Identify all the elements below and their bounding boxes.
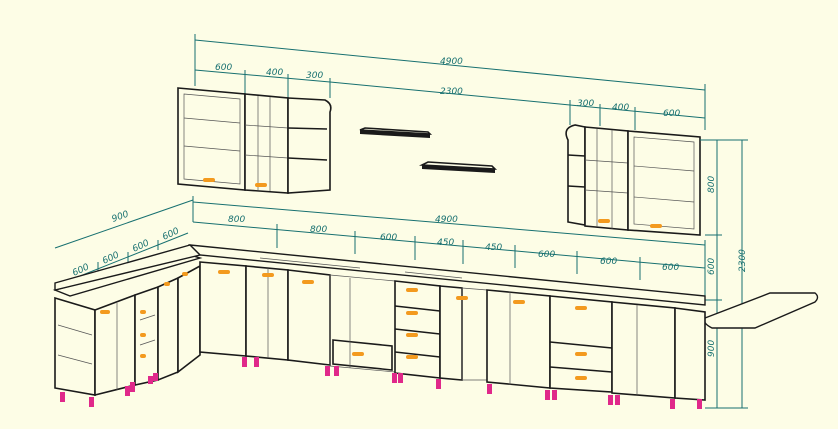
dim-top-total: 4900 <box>440 57 463 67</box>
leg-icon <box>325 366 330 376</box>
dim-upper-right-1: 300 <box>577 99 594 109</box>
dim-base-7: 600 <box>600 257 617 267</box>
handle-icon <box>650 224 662 228</box>
upper-dimension-lines: 4900 600 400 300 2300 300 400 600 <box>194 34 706 130</box>
leg-icon <box>608 395 613 405</box>
dim-base-5: 450 <box>485 243 502 253</box>
leg-icon <box>60 392 65 402</box>
leg-icon <box>153 373 158 381</box>
handle-icon <box>406 355 418 359</box>
handle-icon <box>406 333 418 337</box>
handle-icon <box>140 310 146 314</box>
dim-upper-right-3: 600 <box>663 109 680 119</box>
leg-icon <box>130 382 135 392</box>
leg-icon <box>697 399 702 409</box>
handle-icon <box>262 273 274 277</box>
dim-height-base: 900 <box>707 340 717 357</box>
dim-base-total: 4900 <box>435 215 458 225</box>
dim-upper-left-1: 600 <box>215 63 232 73</box>
leg-icon <box>487 384 492 394</box>
handle-icon <box>255 183 267 187</box>
leg-icon <box>89 397 94 407</box>
upper-left-cabinets <box>177 87 332 194</box>
dim-upper-left-3: 300 <box>306 71 323 81</box>
floating-shelves <box>359 127 498 173</box>
handle-icon <box>598 219 610 223</box>
handle-icon <box>140 333 146 337</box>
handle-icon <box>575 352 587 356</box>
dim-base-1: 800 <box>228 215 245 225</box>
handle-icon <box>203 178 215 182</box>
handle-icon <box>352 352 364 356</box>
dim-height-gap: 600 <box>707 258 717 275</box>
handle-icon <box>302 280 314 284</box>
handle-icon <box>575 376 587 380</box>
main-base-cabinets <box>199 261 706 401</box>
leg-icon <box>670 399 675 409</box>
handle-icon <box>140 354 146 358</box>
leg-icon <box>334 366 339 376</box>
leg-icon <box>436 379 441 389</box>
handle-icon <box>406 288 418 292</box>
dim-base-2: 800 <box>310 225 327 235</box>
upper-right-cabinets <box>565 124 701 236</box>
height-dimensions: 2300 800 600 900 <box>700 139 748 409</box>
handle-icon <box>164 282 170 286</box>
leg-icon <box>254 357 259 367</box>
cabinet-legs <box>60 357 702 409</box>
bar-counter <box>703 292 819 329</box>
dim-base-4: 450 <box>437 238 454 248</box>
dim-upper-left-2: 400 <box>266 68 283 78</box>
handle-icon <box>218 270 230 274</box>
leg-icon <box>125 386 130 396</box>
dim-height-upper: 800 <box>707 176 717 193</box>
handle-icon <box>575 306 587 310</box>
handle-icon <box>513 300 525 304</box>
handle-icon <box>456 296 468 300</box>
dim-base-6: 600 <box>538 250 555 260</box>
handle-icon <box>100 310 110 314</box>
dim-base-3: 600 <box>380 233 397 243</box>
dim-upper-gap: 2300 <box>440 87 463 97</box>
handle-icon <box>182 272 188 276</box>
dim-left-small-3: 600 <box>131 238 151 254</box>
leg-icon <box>615 395 620 405</box>
leg-icon <box>398 373 403 383</box>
dim-height-total: 2300 <box>738 249 748 272</box>
leg-icon <box>552 390 557 400</box>
leg-icon <box>148 376 153 384</box>
left-base-cabinets <box>54 264 201 397</box>
base-dimension-lines: 900 4900 800 800 600 450 450 600 600 600… <box>54 196 706 296</box>
countertops <box>52 244 819 329</box>
dim-upper-right-2: 400 <box>612 103 629 113</box>
leg-icon <box>242 357 247 367</box>
handle-icon <box>406 311 418 315</box>
leg-icon <box>392 373 397 383</box>
leg-icon <box>545 390 550 400</box>
dim-base-8: 600 <box>662 263 679 273</box>
dim-left-small-2: 600 <box>101 250 121 266</box>
